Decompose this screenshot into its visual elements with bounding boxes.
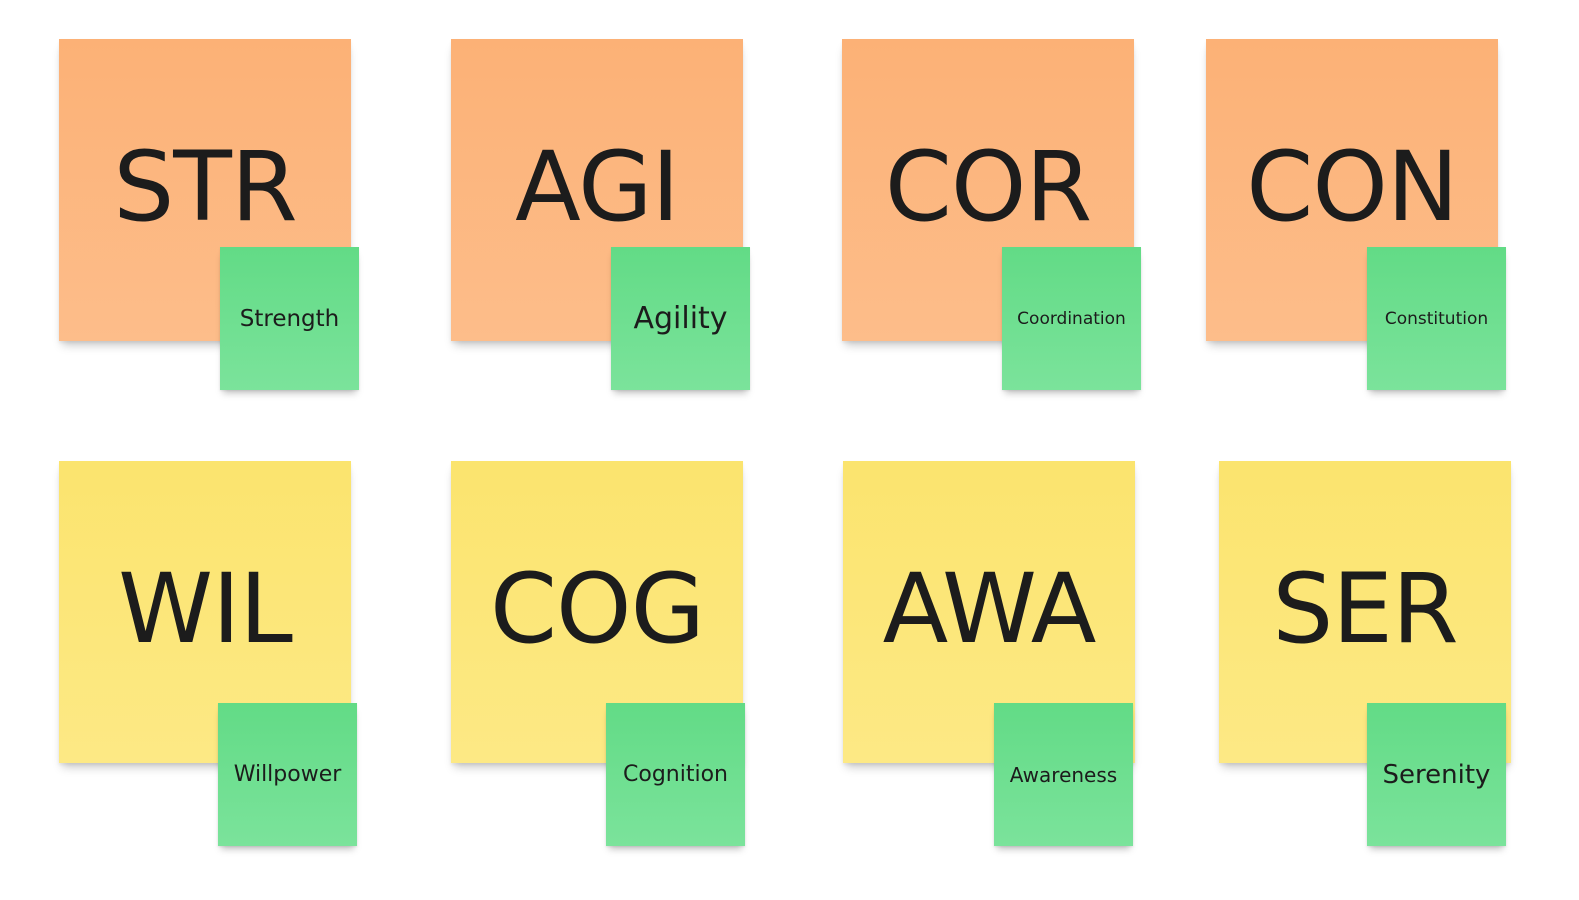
note-abbreviation: SER	[1272, 553, 1458, 665]
note-abbreviation: STR	[113, 131, 297, 243]
sticky-note-str[interactable]: STR	[59, 39, 351, 341]
note-label: Agility	[633, 301, 728, 336]
note-label: Cognition	[623, 762, 728, 787]
label-note-willpower[interactable]: Willpower	[218, 703, 357, 846]
note-abbreviation: COG	[490, 553, 705, 665]
label-note-agility[interactable]: Agility	[611, 247, 750, 390]
label-note-constitution[interactable]: Constitution	[1367, 247, 1506, 390]
note-label: Constitution	[1384, 308, 1489, 329]
note-abbreviation: WIL	[118, 553, 293, 665]
label-note-awareness[interactable]: Awareness	[994, 703, 1133, 846]
note-abbreviation: AWA	[882, 553, 1097, 665]
label-note-strength[interactable]: Strength	[220, 247, 359, 390]
label-note-coordination[interactable]: Coordination	[1002, 247, 1141, 390]
note-label: Awareness	[1009, 762, 1118, 787]
label-note-serenity[interactable]: Serenity	[1367, 703, 1506, 846]
note-label: Coordination	[1017, 308, 1126, 329]
label-note-cognition[interactable]: Cognition	[606, 703, 745, 846]
note-label: Serenity	[1382, 759, 1491, 790]
note-abbreviation: COR	[884, 131, 1092, 243]
sticky-note-con[interactable]: CON	[1206, 39, 1498, 341]
note-abbreviation: CON	[1246, 131, 1458, 243]
note-label: Strength	[239, 305, 340, 332]
note-abbreviation: AGI	[515, 131, 680, 243]
note-label: Willpower	[233, 762, 342, 787]
